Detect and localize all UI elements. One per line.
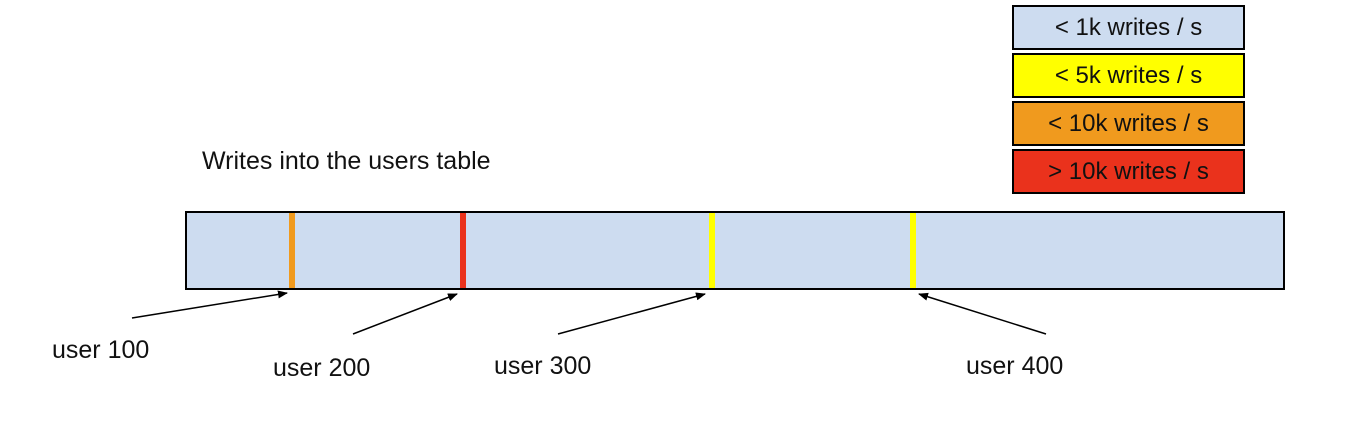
label-user-400: user 400 xyxy=(966,352,1064,380)
arrow-user-100 xyxy=(131,290,288,319)
legend-item-under-10k: < 10k writes / s xyxy=(1012,101,1245,146)
arrow-user-400 xyxy=(918,292,1047,335)
hotspot-marker-user-400 xyxy=(910,213,916,288)
hotspot-marker-user-100 xyxy=(289,213,295,288)
label-user-200: user 200 xyxy=(273,354,371,382)
label-user-300: user 300 xyxy=(494,352,592,380)
diagram-title: Writes into the users table xyxy=(202,147,491,175)
label-user-100: user 100 xyxy=(52,336,150,364)
hotspot-marker-user-200 xyxy=(460,213,466,288)
arrow-user-200 xyxy=(352,293,458,335)
legend-item-over-10k: > 10k writes / s xyxy=(1012,149,1245,194)
legend-item-under-5k: < 5k writes / s xyxy=(1012,53,1245,98)
legend-item-under-1k: < 1k writes / s xyxy=(1012,5,1245,50)
users-table-bar xyxy=(185,211,1285,290)
arrow-user-300 xyxy=(557,292,706,335)
legend: < 1k writes / s < 5k writes / s < 10k wr… xyxy=(1012,5,1245,194)
hotspot-marker-user-300 xyxy=(709,213,715,288)
